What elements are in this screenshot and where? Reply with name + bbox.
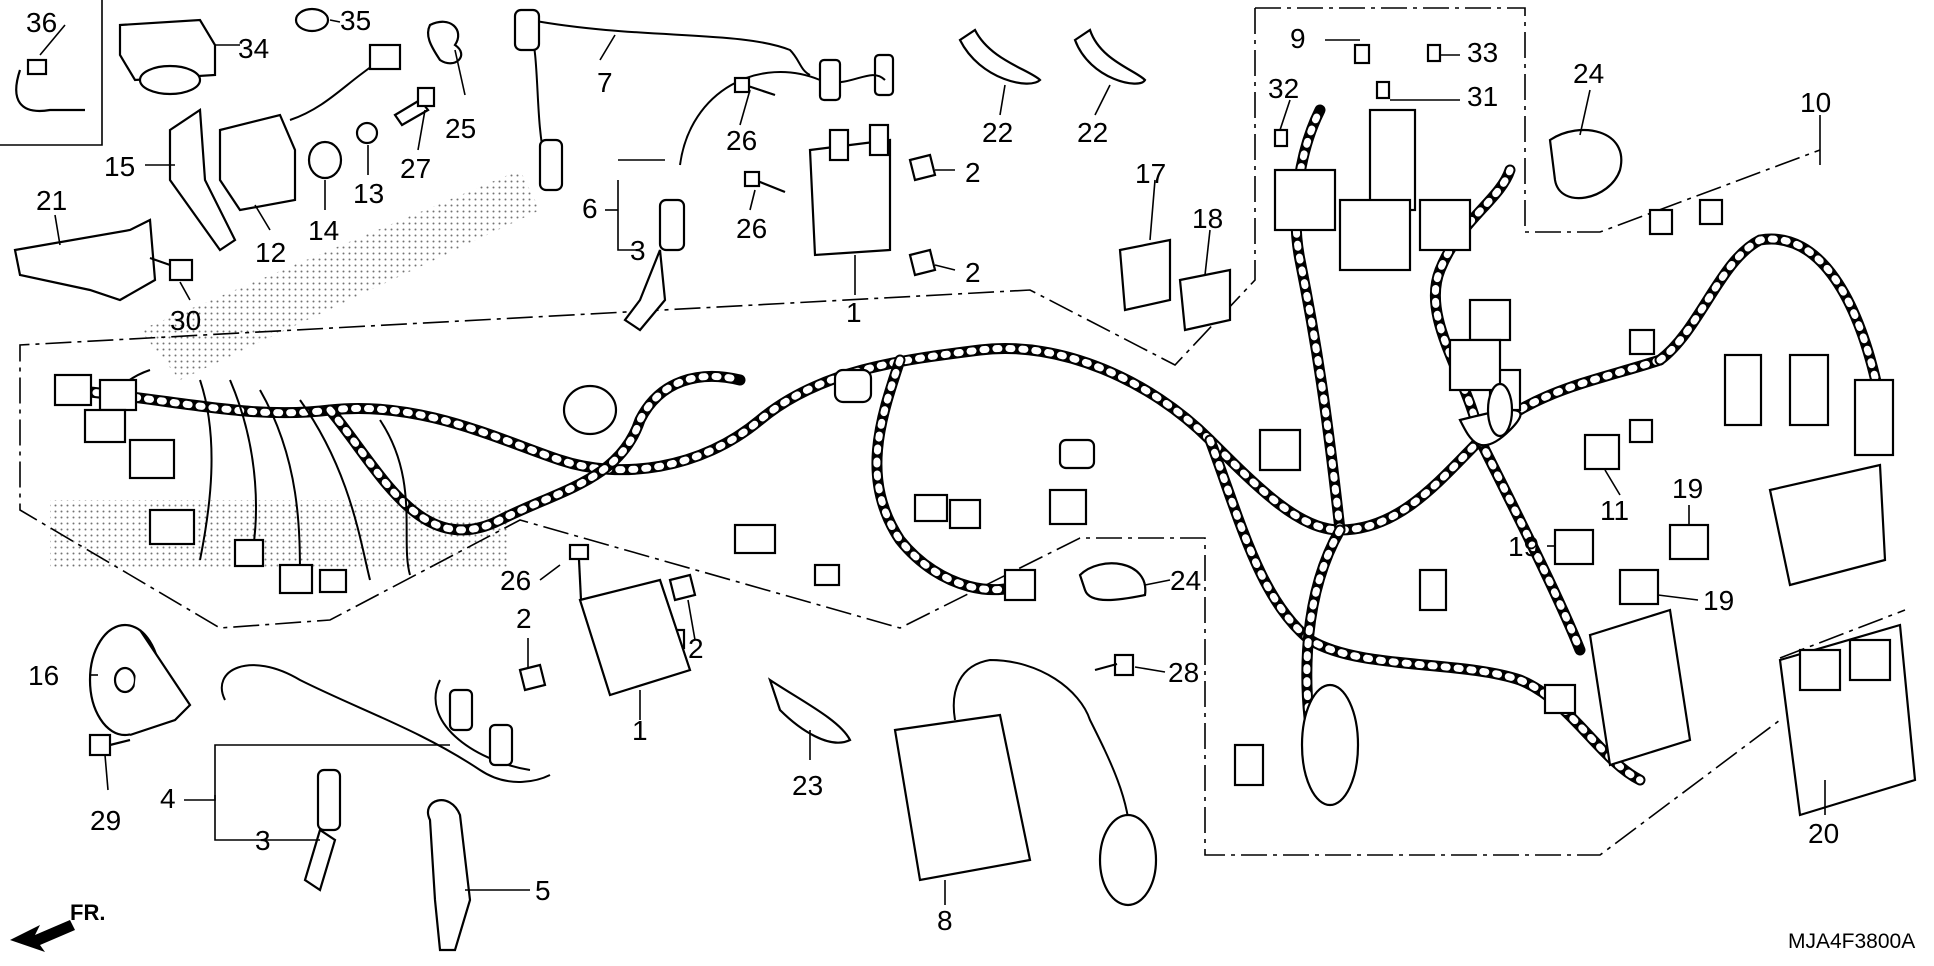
callout-20: 20 bbox=[1808, 818, 1839, 849]
part-14-grommet bbox=[307, 140, 343, 180]
callout-36: 36 bbox=[26, 7, 57, 38]
callout-19-b: 19 bbox=[1672, 473, 1703, 504]
main-wire-harness bbox=[53, 104, 1895, 807]
part-26-bolt-lower bbox=[568, 543, 590, 601]
part-2-clips-upper bbox=[908, 153, 937, 277]
callout-19-c: 19 bbox=[1703, 585, 1734, 616]
callout-29: 29 bbox=[90, 805, 121, 836]
callout-35: 35 bbox=[340, 5, 371, 36]
callout-1-lower: 1 bbox=[632, 715, 648, 746]
part-3-plug-cap-upper bbox=[623, 198, 686, 332]
callout-9: 9 bbox=[1290, 23, 1306, 54]
front-direction-arrow: FR. bbox=[10, 900, 105, 952]
shading-area bbox=[50, 500, 510, 570]
part-19-relays bbox=[1553, 523, 1710, 606]
shading-area bbox=[140, 170, 540, 380]
part-8-regulator bbox=[893, 658, 1158, 907]
callout-13: 13 bbox=[353, 178, 384, 209]
callout-18: 18 bbox=[1192, 203, 1223, 234]
part-3-plug-cap-lower bbox=[303, 768, 342, 892]
callout-16: 16 bbox=[28, 660, 59, 691]
callout-24-lower: 24 bbox=[1170, 565, 1201, 596]
callout-1-upper: 1 bbox=[846, 297, 862, 328]
part-18-relay bbox=[1178, 268, 1232, 332]
callout-11: 11 bbox=[1600, 495, 1629, 526]
leader-lines bbox=[39, 19, 1826, 905]
part-12-switch bbox=[218, 43, 402, 212]
part-20-ecu bbox=[1778, 623, 1917, 817]
part-24-tie-upper bbox=[1548, 128, 1623, 200]
callout-2-lower-a: 2 bbox=[516, 603, 532, 634]
callout-30: 30 bbox=[170, 305, 201, 336]
part-29-bolt bbox=[88, 733, 131, 757]
callout-19-a: 19 bbox=[1508, 531, 1539, 562]
callout-14: 14 bbox=[308, 215, 339, 246]
part-24-tie-lower bbox=[1078, 562, 1147, 602]
callout-33: 33 bbox=[1467, 37, 1498, 68]
part-7-plug-cord bbox=[513, 8, 895, 192]
callout-17: 17 bbox=[1135, 158, 1166, 189]
part-25-clip bbox=[426, 20, 463, 65]
callout-21: 21 bbox=[36, 185, 67, 216]
part-23-tie bbox=[767, 677, 852, 744]
callout-3-upper: 3 bbox=[630, 235, 646, 266]
callout-31: 31 bbox=[1467, 81, 1498, 112]
callout-15: 15 bbox=[104, 151, 135, 182]
part-5-plug-cap bbox=[426, 799, 472, 952]
callout-26-upper-b: 26 bbox=[736, 213, 767, 244]
callout-28: 28 bbox=[1168, 657, 1199, 688]
callout-2-upper-a: 2 bbox=[965, 157, 981, 188]
callout-24-upper: 24 bbox=[1573, 58, 1604, 89]
part-11-relay bbox=[1583, 433, 1621, 471]
front-direction-label: FR. bbox=[70, 900, 105, 925]
part-35-clip bbox=[294, 7, 330, 33]
callout-2-lower-b: 2 bbox=[688, 633, 704, 664]
callout-22-b: 22 bbox=[1077, 117, 1108, 148]
callout-32: 32 bbox=[1268, 73, 1299, 104]
part-fuses bbox=[1273, 43, 1442, 148]
callout-22-a: 22 bbox=[982, 117, 1013, 148]
callout-26-lower: 26 bbox=[500, 565, 531, 596]
part-17-relay bbox=[1118, 238, 1172, 312]
callout-5: 5 bbox=[535, 875, 551, 906]
part-30-bolt bbox=[149, 256, 194, 282]
part-36-band bbox=[15, 58, 85, 113]
part-21-stay bbox=[13, 218, 157, 302]
callout-7: 7 bbox=[597, 67, 613, 98]
callout-6: 6 bbox=[582, 193, 598, 224]
part-22-ties bbox=[958, 28, 1147, 85]
callout-10: 10 bbox=[1800, 87, 1831, 118]
callout-23: 23 bbox=[792, 770, 823, 801]
callout-25: 25 bbox=[445, 113, 476, 144]
part-fuse-box bbox=[1588, 463, 1887, 767]
part-4-plug-cord bbox=[220, 664, 551, 783]
callout-34: 34 bbox=[238, 33, 269, 64]
callout-labels: 36 34 35 25 7 27 13 14 12 15 21 30 26 26… bbox=[26, 5, 1839, 936]
part-26-bolts bbox=[733, 76, 786, 194]
callout-27: 27 bbox=[400, 153, 431, 184]
part-27-bolt bbox=[393, 86, 436, 127]
part-16-horn bbox=[88, 623, 192, 737]
callout-2-upper-b: 2 bbox=[965, 257, 981, 288]
callout-8: 8 bbox=[937, 905, 953, 936]
callout-12: 12 bbox=[255, 237, 286, 268]
part-1-ignition-coil-upper bbox=[808, 123, 892, 257]
part-13-collar bbox=[355, 121, 379, 145]
part-2-clips-lower bbox=[518, 573, 697, 692]
callout-26-upper-a: 26 bbox=[726, 125, 757, 156]
part-34-cover bbox=[118, 18, 217, 96]
callout-4: 4 bbox=[160, 783, 176, 814]
part-28-bolt bbox=[1094, 653, 1135, 677]
callout-3-lower: 3 bbox=[255, 825, 271, 856]
part-1-ignition-coil-lower bbox=[578, 578, 692, 697]
part-15-bracket bbox=[168, 108, 237, 252]
diagram-code: MJA4F3800A bbox=[1788, 930, 1915, 953]
